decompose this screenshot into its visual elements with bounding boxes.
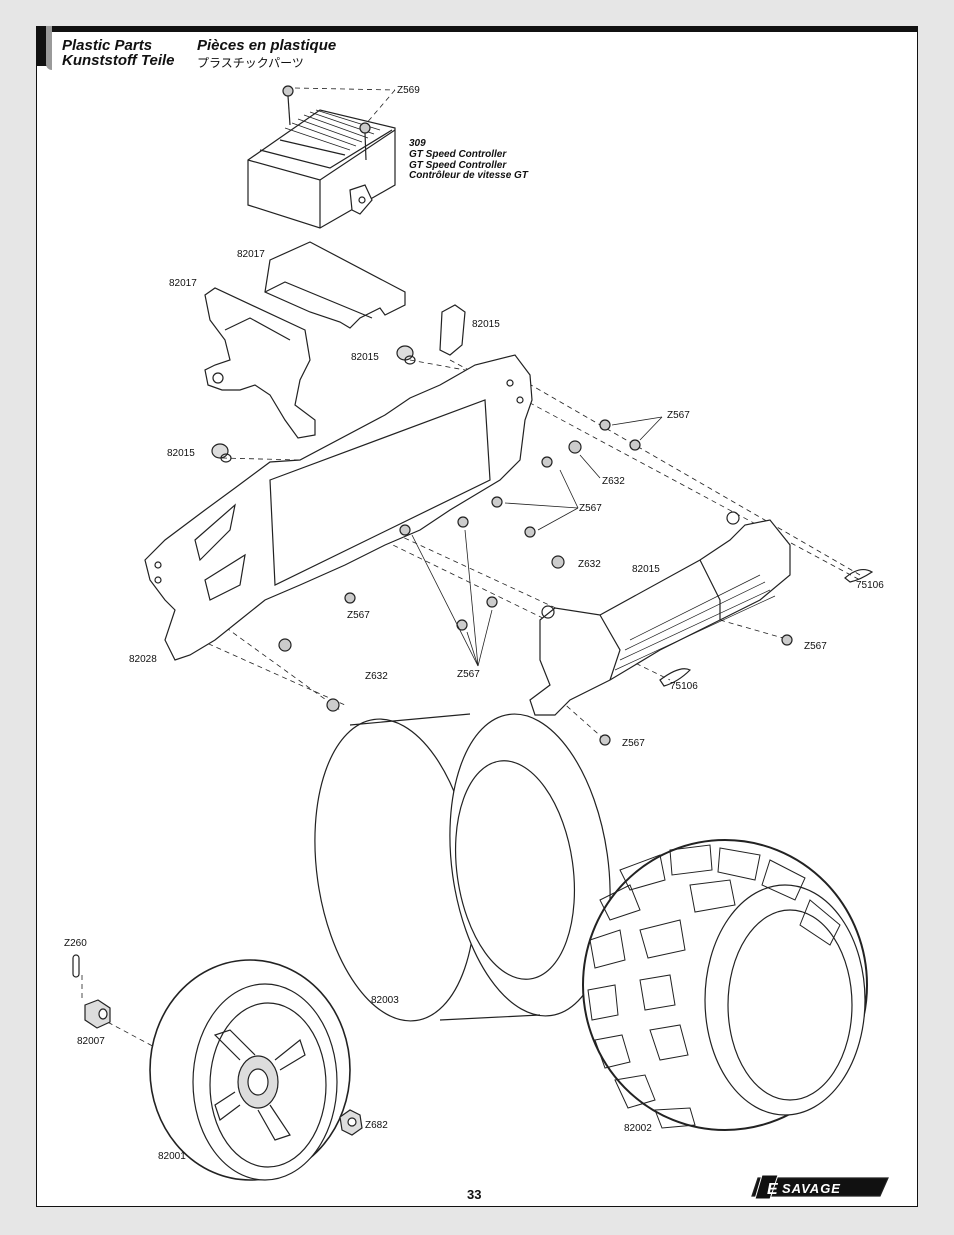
label-82003: 82003 [371,995,399,1006]
title-german: Kunststoff Teile [62,52,175,69]
screw-z632-4 [326,698,340,712]
chassis-side-plate [144,354,533,661]
label-z632-top: Z632 [602,476,625,487]
label-82015-arm: 82015 [632,564,660,575]
pin-z260 [72,954,80,978]
label-z569: Z569 [397,85,420,96]
rear-body-mount-arm [529,511,791,716]
leader-lines [411,416,663,667]
label-z567-bottom: Z567 [457,669,480,680]
label-82015-clip: 82015 [472,319,500,330]
screw-z567-1 [599,419,611,431]
controller-name-en: GT Speed Controller [409,149,507,160]
tire-tread [587,844,841,1129]
screw-z567-11 [781,634,793,646]
controller-part-number: 309 [409,138,426,149]
screw-z567-12 [599,734,611,746]
screw-z632-3 [278,638,292,652]
bracket [204,287,316,439]
screw-z567-4 [491,496,503,508]
label-z567-middle: Z567 [579,503,602,514]
label-75106-b: 75106 [670,681,698,692]
tire-foam-insert [314,713,611,1022]
label-z567-right: Z567 [804,641,827,652]
label-z632-bottom: Z632 [365,671,388,682]
body-clip-b [659,668,692,687]
top-rule [36,26,918,32]
speed-controller [247,109,396,229]
wheel-nut [339,1109,363,1136]
screw-z567-5 [524,526,536,538]
body-mount-post-a [396,345,416,365]
screw-z567-8 [344,592,356,604]
label-75106-a: 75106 [856,580,884,591]
label-z567-top: Z567 [667,410,690,421]
label-82015-post-a: 82015 [351,352,379,363]
screw-z569-b [359,122,371,161]
screw-z567-10 [456,619,468,631]
label-82028: 82028 [129,654,157,665]
label-82001: 82001 [158,1151,186,1162]
screw-z569-a [282,85,294,126]
label-z567-left: Z567 [347,610,370,621]
label-82017-bracket: 82017 [169,278,197,289]
title-english: Plastic Parts [62,37,153,54]
screw-z632-2 [551,555,565,569]
controller-mount-plate [264,241,406,329]
logo-letter: E [767,1181,779,1198]
body-mount-clip-a [439,304,466,356]
controller-name-fr: Contrôleur de vitesse GT [409,170,528,181]
label-82015-post-b: 82015 [167,448,195,459]
label-z567-arm: Z567 [622,738,645,749]
label-z632-middle: Z632 [578,559,601,570]
screw-z567-9 [486,596,498,608]
title-french: Pièces en plastique [197,37,337,54]
screw-z567-2 [629,439,641,451]
controller-name-de: GT Speed Controller [409,160,507,171]
body-clip-a [844,568,874,583]
screw-z567-7 [399,524,411,536]
label-z682: Z682 [365,1120,388,1131]
page-number: 33 [467,1187,482,1202]
screw-z567-6 [457,516,469,528]
label-82002: 82002 [624,1123,652,1134]
screws-group [278,419,793,746]
tire [582,839,868,1131]
wheel [149,959,351,1181]
savage-logo [751,1174,889,1200]
screw-z632-1 [568,440,582,454]
body-mount-post-b [211,443,232,463]
wheel-hex [84,999,111,1029]
screw-z567-3 [541,456,553,468]
label-82007: 82007 [77,1036,105,1047]
title-japanese: プラスチックパーツ [197,56,304,70]
section-tab-shadow [46,26,52,70]
label-z260: Z260 [64,938,87,949]
logo-text: SAVAGE [782,1181,841,1196]
label-82017-plate: 82017 [237,249,265,260]
